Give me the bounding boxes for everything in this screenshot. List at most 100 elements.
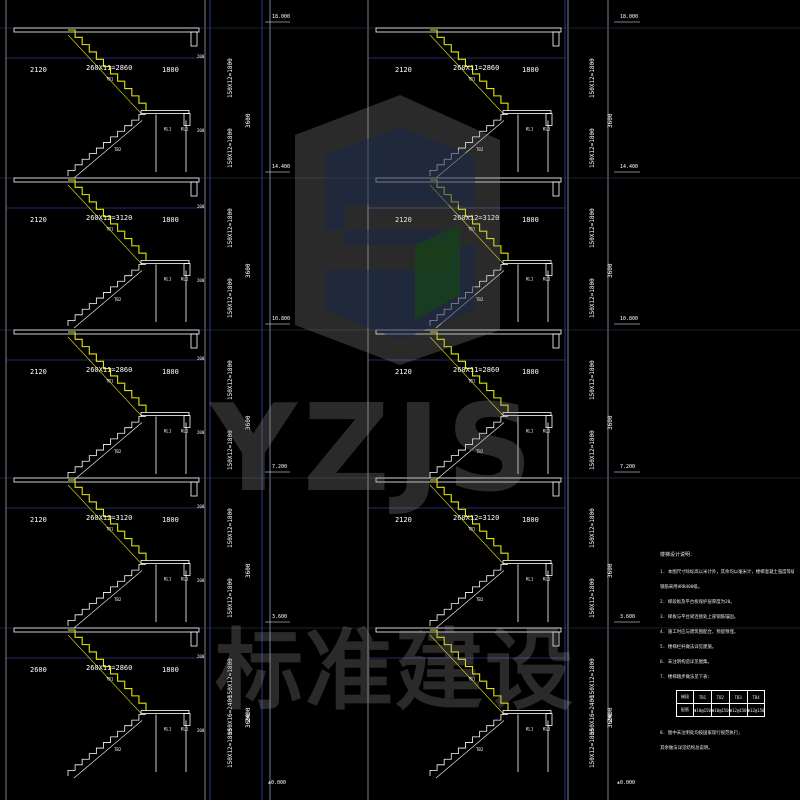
dimension-label: 260X11=2860 — [453, 366, 499, 374]
flight-tag: TB2 — [114, 297, 122, 302]
upper-flight-slab — [429, 184, 505, 265]
mid-landing — [140, 110, 190, 114]
flight-height-label: 150X12=1800 — [227, 58, 234, 98]
dimension-label: 260X12=3120 — [453, 514, 499, 522]
dimension-label: 2120 — [395, 66, 412, 74]
storey-span-label: 2400 — [245, 707, 252, 722]
beam-tag: KL1 — [543, 277, 551, 282]
level-label: 3.600 — [272, 614, 287, 620]
beam-tag: KL1 — [164, 277, 172, 282]
lower-flight-steps — [429, 564, 508, 626]
flight-tag: TB2 — [476, 597, 484, 602]
landing-slab — [375, 627, 562, 633]
dimension-label: 2120 — [395, 516, 412, 524]
notes-line: 4. 施工时应与建筑图配合，预留预埋。 — [660, 630, 739, 635]
flight-tag: TB1 — [106, 227, 114, 232]
level-label: 7.200 — [272, 464, 287, 470]
storey-span-label: 3600 — [245, 563, 252, 578]
upper-flight-slab — [67, 184, 143, 265]
lower-flight-slab — [435, 720, 505, 779]
beam — [190, 31, 198, 47]
flight-height-label: 150X12=1800 — [227, 508, 234, 548]
storey-span-label: 3600 — [245, 415, 252, 430]
upper-flight-steps — [430, 179, 509, 261]
flight-tag: TB1 — [106, 379, 114, 384]
level-label: 14.400 — [272, 164, 290, 170]
dimension-label: 1800 — [162, 516, 179, 524]
landing-slab — [13, 477, 200, 483]
beam — [552, 481, 560, 497]
beam — [190, 481, 198, 497]
beam-tag: KL1 — [181, 727, 189, 732]
flight-tag: TB2 — [476, 297, 484, 302]
slab-tag: 200 — [197, 654, 205, 659]
level-label: 3.600 — [620, 614, 635, 620]
beam — [183, 563, 191, 576]
upper-flight-slab — [67, 336, 143, 417]
beam — [190, 333, 198, 349]
upper-flight-slab — [67, 484, 143, 565]
mid-landing — [140, 560, 190, 564]
mid-landing — [502, 110, 552, 114]
slab-tag: 200 — [197, 728, 205, 733]
table-cell: Φ12@150 — [746, 703, 766, 717]
notes-line: 2. 梯段板及平台板保护层厚度为20。 — [660, 600, 735, 605]
upper-flight-steps — [68, 331, 147, 413]
dimension-label: 260X12=3120 — [453, 214, 499, 222]
level-label: 7.200 — [620, 464, 635, 470]
dimension-label: 2120 — [395, 368, 412, 376]
table-cell: Φ12@150 — [728, 703, 748, 717]
level-label: 10.800 — [272, 316, 290, 322]
flight-tag: TB1 — [106, 77, 114, 82]
dimension-label: 1800 — [522, 216, 539, 224]
notes-line: 5. 楼梯栏杆做法详见建施。 — [660, 645, 717, 650]
upper-flight-steps — [430, 479, 509, 561]
beam — [545, 263, 553, 276]
lower-flight-slab — [73, 270, 143, 329]
lower-flight-steps — [67, 416, 146, 478]
slab-tag: 200 — [197, 504, 205, 509]
beam-tag: KL1 — [526, 277, 534, 282]
lower-flight-steps — [67, 264, 146, 326]
beam — [183, 415, 191, 428]
table-cell: TB2 — [710, 690, 730, 704]
mid-landing — [502, 260, 552, 264]
landing-slab — [13, 627, 200, 633]
upper-flight-slab — [429, 484, 505, 565]
lower-flight-slab — [73, 570, 143, 629]
lower-flight-steps — [67, 714, 146, 776]
dimension-label: 260X11=2860 — [86, 664, 132, 672]
table-cell: TB1 — [693, 690, 712, 704]
slab-tag: 200 — [197, 430, 205, 435]
notes-line: 钢筋采用HRB400级。 — [660, 585, 703, 590]
level-label: ±0.000 — [617, 780, 635, 786]
upper-flight-steps — [68, 179, 147, 261]
flight-height-label: 150X12=1800 — [227, 578, 234, 618]
flight-tag: TB2 — [114, 747, 122, 752]
beam-tag: KL1 — [164, 429, 172, 434]
dimension-label: 2120 — [30, 66, 47, 74]
flight-tag: TB1 — [106, 527, 114, 532]
storey-span-label: 3600 — [245, 263, 252, 278]
dimension-label: 2120 — [30, 368, 47, 376]
beam — [183, 113, 191, 126]
flight-height-label: 150X12=1800 — [227, 728, 234, 768]
dimension-label: 260X11=2860 — [86, 64, 132, 72]
lower-flight-steps — [67, 114, 146, 176]
mid-landing — [502, 710, 552, 714]
dimension-label: 2600 — [30, 666, 47, 674]
dimension-label: 260X12=3120 — [86, 514, 132, 522]
right-stair-elevation: TB1TB2KL1KL1TB1TB2KL1KL1TB1TB2KL1KL1TB1T… — [375, 27, 562, 779]
dimension-label: 2120 — [395, 216, 412, 224]
lower-flight-slab — [435, 120, 505, 179]
table-cell: 梯段 — [676, 690, 694, 704]
dimension-label: 260X11=2860 — [453, 64, 499, 72]
mid-landing — [140, 260, 190, 264]
beam — [552, 181, 560, 197]
table-cell: TB3 — [728, 690, 748, 704]
beam — [545, 415, 553, 428]
lower-flight-steps — [67, 564, 146, 626]
storey-span-label: 2400 — [607, 707, 614, 722]
table-cell: Φ10@150 — [693, 703, 712, 717]
flight-height-label: 150X12=1800 — [589, 58, 596, 98]
